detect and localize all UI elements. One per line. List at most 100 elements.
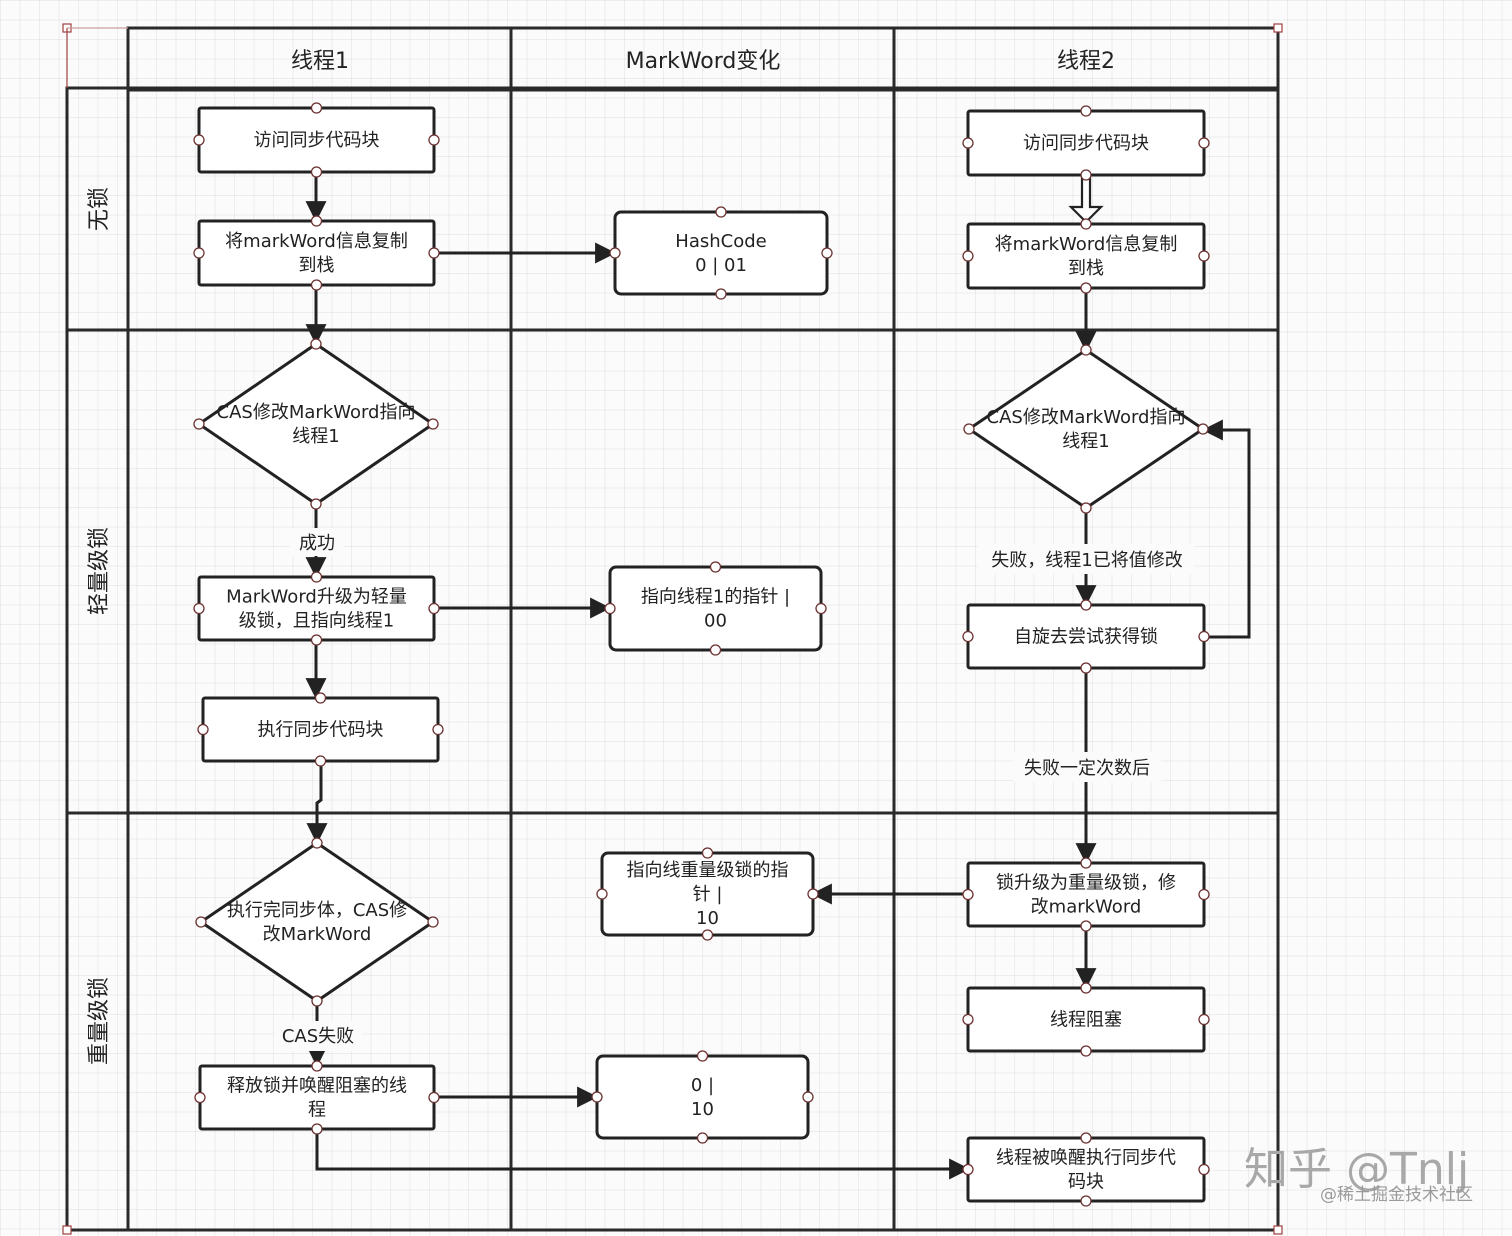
connection-handle[interactable] [1080,105,1092,117]
node-label-line: 释放锁并唤醒阻塞的线 [227,1076,407,1097]
connection-handle[interactable] [427,418,439,430]
connection-handle[interactable] [1197,423,1209,435]
node-label-line: 级锁，且指向线程1 [239,611,394,632]
connection-handle[interactable] [311,837,323,849]
connection-handle[interactable] [310,166,323,178]
lane-label-heavyweight-lock: 重量级锁 [87,977,112,1065]
edge-label-cas-fail: CAS失败 [282,1026,354,1047]
connection-handle[interactable] [428,1091,440,1104]
connection-handle[interactable] [1080,1132,1092,1144]
node-label-line: 指向线程1的指针 | [641,587,790,608]
selection-handles [62,23,1283,1235]
connection-handle[interactable] [1080,857,1092,869]
connection-handle[interactable] [709,561,722,573]
connection-handle[interactable] [1080,982,1092,994]
connection-handle[interactable] [815,602,827,615]
connection-handle[interactable] [962,250,974,262]
column-header-thread1: 线程1 [291,49,349,74]
connection-handle[interactable] [1080,662,1092,674]
connection-handle[interactable] [604,602,616,615]
connection-handle[interactable] [1198,1013,1210,1026]
edge-label-bg-fail-modified [978,544,1194,574]
connection-handle[interactable] [701,929,714,941]
column-header-thread2: 线程2 [1057,49,1115,74]
connection-handle[interactable] [1080,169,1092,181]
connection-handle[interactable] [1080,282,1092,294]
connection-handle[interactable] [310,634,323,646]
connection-handle[interactable] [428,134,440,146]
edge-label-bg-success [290,528,344,556]
connection-handle[interactable] [1198,250,1210,262]
edge-t2-spin-loop-back [1201,419,1251,639]
node-shape [613,210,829,296]
connection-handle[interactable] [428,602,440,615]
connection-handle[interactable] [1080,920,1092,932]
connection-handle[interactable] [1080,1195,1092,1207]
node-shape [595,1054,810,1140]
node-label-line: 访问同步代码块 [1023,133,1149,154]
connection-handle[interactable] [311,995,323,1007]
connection-handle[interactable] [310,279,323,291]
connection-handle[interactable] [311,1060,323,1072]
connection-handle[interactable] [701,847,714,859]
connection-handle[interactable] [310,215,323,227]
connection-handle[interactable] [962,630,974,643]
connection-handle[interactable] [194,1091,206,1104]
connection-handle[interactable] [962,1013,974,1026]
connection-handle[interactable] [802,1091,814,1103]
connection-handle[interactable] [696,1050,709,1062]
connection-handle[interactable] [696,1132,709,1144]
connection-handle[interactable] [310,498,322,510]
node-label-line: 线程被唤醒执行同步代 [996,1148,1176,1169]
connection-handle[interactable] [193,418,205,430]
edge-label-bg-cas-fail [274,1021,362,1051]
connection-handle[interactable] [193,602,205,615]
connection-handle[interactable] [591,1091,603,1103]
connection-handle[interactable] [310,571,323,583]
connection-handle[interactable] [1080,502,1092,514]
connection-handle[interactable] [311,1123,323,1135]
edge-t1-exec-to-cas2 [306,761,328,845]
connection-handle[interactable] [314,755,327,767]
connection-handle[interactable] [193,247,205,259]
connection-handle[interactable] [195,916,207,928]
connection-handle[interactable] [1080,599,1092,611]
connection-handle[interactable] [1198,630,1210,643]
connection-handle[interactable] [962,888,974,901]
connection-handle[interactable] [1080,218,1092,230]
connection-handle[interactable] [428,247,440,259]
connection-handle[interactable] [596,888,608,900]
node-label-line: 码块 [1068,1172,1104,1193]
connection-handle[interactable] [197,723,209,736]
connection-handle[interactable] [821,247,833,259]
connection-handle[interactable] [310,338,322,350]
connection-handle[interactable] [962,137,974,149]
connection-handle[interactable] [715,206,727,218]
connection-handle[interactable] [432,723,444,736]
node-label-line: 指向线重量级锁的指 [627,860,789,881]
node-label-line: 到栈 [299,255,335,276]
connection-handle[interactable] [715,288,727,300]
connection-handle[interactable] [1198,137,1210,149]
connection-handle[interactable] [962,1163,974,1176]
connection-handle[interactable] [1080,344,1092,356]
connection-handle[interactable] [807,888,819,900]
connection-handle[interactable] [1198,888,1210,901]
connection-handle[interactable] [193,134,205,146]
connection-handle[interactable] [609,247,621,259]
node-label-line: 10 [691,1099,714,1120]
connection-handle[interactable] [427,916,439,928]
node-label-line: 线程1 [292,426,339,447]
connection-handle[interactable] [709,644,722,656]
connection-handle[interactable] [1080,1045,1092,1057]
watermark-sub: @稀土掘金技术社区 [1320,1185,1473,1205]
connection-handle[interactable] [1198,1163,1210,1176]
connection-handle[interactable] [314,692,327,704]
connection-handle[interactable] [310,102,323,114]
node-label-line: 执行同步代码块 [258,720,384,741]
node-shape [966,348,1206,510]
connection-handle[interactable] [963,423,975,435]
